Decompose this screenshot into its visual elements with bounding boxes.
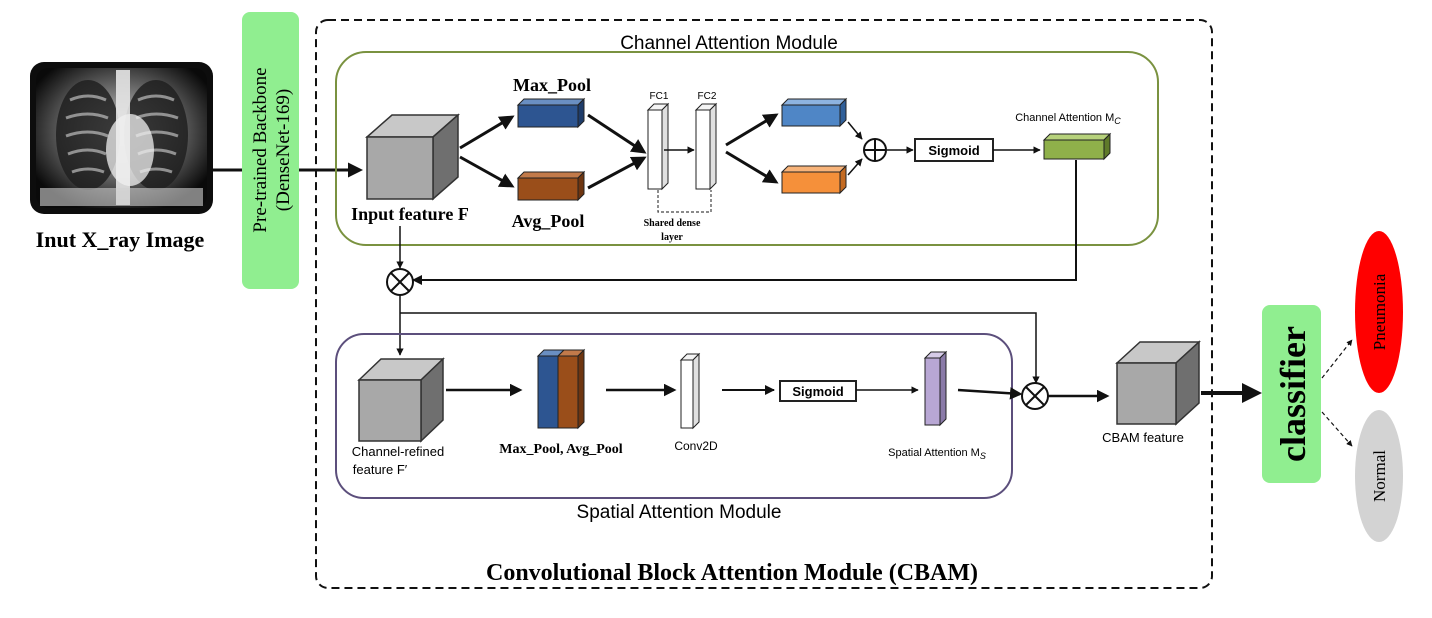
channel-module-box	[335, 51, 1159, 246]
conv2d-label: Conv2D	[674, 439, 718, 453]
backbone-label-line2: (DenseNet-169)	[273, 89, 294, 211]
arrow-fc2-to-bottom	[725, 150, 779, 184]
max-pool-bar	[516, 97, 586, 129]
arrow-top-to-sum	[847, 121, 863, 140]
cbam-feature-cube	[1115, 340, 1201, 426]
shared-dense-bracket	[657, 190, 712, 213]
spatial-module-title: Spatial Attention Module	[577, 502, 782, 523]
channel-refined-cube	[357, 357, 445, 443]
normal-class	[1355, 410, 1403, 542]
shared-dense-label-line1: Shared dense	[644, 218, 701, 229]
cbam-outer-box	[315, 19, 1213, 589]
arrow-to-pneumonia	[1321, 339, 1353, 379]
channel-sigmoid-label: Sigmoid	[928, 143, 979, 158]
spatial-sigmoid-box	[779, 380, 857, 402]
shared-dense-label-line2: layer	[661, 232, 683, 243]
fc-output-bottom-bar	[780, 164, 848, 195]
pneumonia-class	[1355, 231, 1403, 393]
arrow-to-maxpool	[459, 115, 515, 150]
backbone-label-line1: Pre-trained Backbone	[250, 67, 271, 232]
channel-module-title: Channel Attention Module	[620, 33, 838, 54]
fc2-layer	[694, 102, 718, 191]
fc-output-top-bar	[780, 97, 848, 128]
max-pool-label: Max_Pool	[513, 75, 591, 95]
multiply-channel-icon	[386, 268, 414, 296]
spatial-module-box	[335, 333, 1013, 499]
element-wise-sum-icon	[863, 138, 887, 162]
cbam-feature-label: CBAM feature	[1102, 430, 1184, 445]
spatial-pool-label: Max_Pool, Avg_Pool	[499, 442, 623, 457]
spatial-attention-label: Spatial Attention MS	[888, 447, 986, 461]
spatial-sigmoid-label: Sigmoid	[792, 384, 843, 399]
fc1-label: FC1	[650, 91, 669, 102]
arrow-skip-to-final-multiply	[400, 312, 1040, 384]
normal-label: Normal	[1370, 450, 1389, 502]
classifier-box	[1262, 305, 1321, 483]
arrow-ms-to-multiply	[957, 387, 1023, 400]
conv2d-layer	[679, 352, 701, 430]
arrow-fc2-to-top	[725, 113, 779, 147]
arrow-to-normal	[1321, 411, 1353, 447]
xray-image	[30, 62, 213, 214]
backbone-box	[242, 12, 299, 289]
channel-attention-label: Channel Attention MC	[1015, 112, 1121, 126]
fc2-label: FC2	[698, 91, 717, 102]
fc1-layer	[646, 102, 670, 191]
pneumonia-label: Pneumonia	[1370, 273, 1389, 350]
avg-pool-bar	[516, 170, 586, 202]
classifier-label: classifier	[1273, 326, 1313, 462]
arrow-mc-to-multiply	[412, 160, 1077, 285]
arrow-avgpool-to-fc	[587, 156, 647, 190]
multiply-spatial-icon	[1021, 382, 1049, 410]
arrow-to-avgpool	[459, 155, 515, 188]
avg-pool-label: Avg_Pool	[512, 211, 585, 231]
spatial-pool-maps	[536, 348, 586, 430]
input-image-caption: Inut X_ray Image	[36, 227, 205, 252]
cbam-title: Convolutional Block Attention Module (CB…	[486, 560, 978, 586]
arrow-maxpool-to-fc	[587, 113, 647, 154]
input-feature-cube	[365, 113, 460, 201]
input-feature-label: Input feature F	[351, 204, 469, 224]
channel-refined-label-line1: Channel-refined	[352, 444, 445, 459]
arrow-bottom-to-sum	[847, 158, 863, 176]
channel-attention-bar	[1042, 132, 1112, 161]
spatial-attention-map	[923, 350, 948, 427]
channel-refined-label-line2: feature F′	[353, 462, 408, 477]
